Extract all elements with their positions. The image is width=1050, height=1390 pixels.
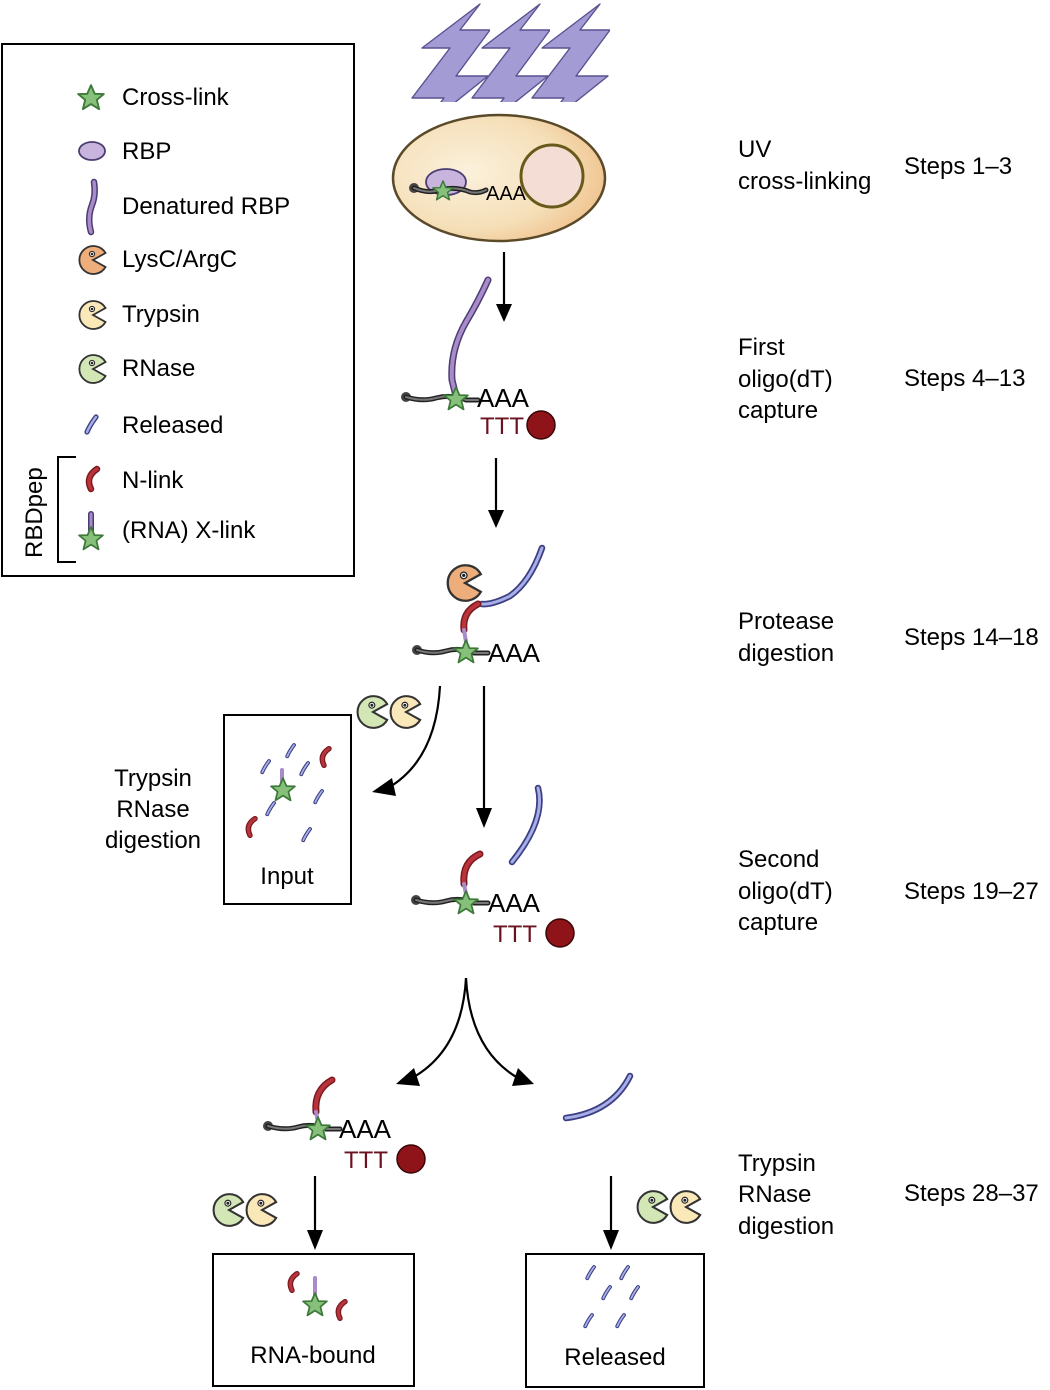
polya-label: AAA [339,1114,392,1144]
trypsin-icon [669,1190,702,1224]
trypsin-icon [389,695,422,729]
lightning-icon [531,3,610,102]
stage-protease-digestion: Protease digestion Steps 14–18 [738,608,1039,667]
arrow-to-input [372,685,442,796]
rbdpep-label: RBDpep [21,467,48,558]
svg-text:capture: capture [738,397,818,424]
legend-label-lysc-argc: LysC/ArgC [122,246,237,273]
svg-text:digestion: digestion [105,827,201,854]
bead [396,1144,426,1174]
rnase-icon [356,695,389,729]
uv-lightning [411,3,610,102]
stage-first-capture: First oligo(dT) capture Steps 4–13 [738,334,1025,424]
svg-text:Second: Second [738,846,819,873]
svg-text:Protease: Protease [738,608,834,635]
stage-second-capture: Second oligo(dT) capture Steps 19–27 [738,846,1039,936]
polya-label: AAA [486,183,527,205]
first-capture-complex: AAA TTT [401,276,556,440]
input-box-label: Input [260,863,314,890]
stage-final-digestion: Trypsin RNase digestion Steps 28–37 [738,1150,1039,1240]
nucleus [519,143,585,209]
steps-label: Steps 1–3 [904,153,1012,180]
svg-text:UV: UV [738,136,771,163]
arrow [476,686,492,828]
rnase-icon [636,1190,669,1224]
steps-label: Steps 4–13 [904,365,1025,392]
split-arrows [396,977,534,1086]
protease-complex: AAA [412,544,546,668]
released-box: Released [525,1253,705,1388]
legend-box [1,43,355,577]
lysc-argc-icon [446,564,482,602]
rbdpep-bracket [57,456,76,563]
arrow [496,252,512,322]
svg-text:RNase: RNase [738,1181,811,1208]
arrow [488,458,504,528]
cell: AAA [391,113,607,243]
oligo-dt-label: TTT [344,1147,388,1174]
rbp-oval-icon [78,141,106,161]
svg-text:digestion: digestion [738,1213,834,1240]
svg-text:oligo(dT): oligo(dT) [738,366,833,393]
svg-text:RNase: RNase [116,796,189,823]
released-strand [562,1072,634,1122]
polya-label: AAA [488,638,541,668]
lightning-icon [411,3,490,102]
svg-text:Trypsin: Trypsin [114,765,192,792]
side-digestion-label: Trypsin RNase digestion [105,765,201,854]
arrow [603,1176,619,1250]
rna-bound-label: RNA-bound [250,1342,375,1369]
legend-label-cross-link: Cross-link [122,84,230,111]
legend-label-x-link: (RNA) X-link [122,517,256,544]
legend-label-n-link: N-link [122,467,184,494]
bound-complex: AAA TTT [263,1076,426,1174]
legend: Cross-link RBP Denatured RBP LysC/ArgC T… [1,43,355,577]
rnase-icon [212,1193,245,1227]
svg-text:Trypsin: Trypsin [738,1150,816,1177]
steps-label: Steps 19–27 [904,878,1039,905]
bead [526,410,556,440]
lightning-icon [471,3,550,102]
legend-label-rnase: RNase [122,355,195,382]
arrow [307,1176,323,1250]
denatured-rbp-icon [86,178,98,236]
legend-label-released: Released [122,412,223,439]
polya-label: AAA [488,888,541,918]
polya-label: AAA [477,383,530,413]
rna-bound-box: RNA-bound [212,1253,415,1387]
legend-label-denatured-rbp: Denatured RBP [122,193,290,220]
bead [545,918,575,948]
svg-text:cross-linking: cross-linking [738,168,871,195]
svg-text:digestion: digestion [738,640,834,667]
oligo-dt-label: TTT [480,413,524,440]
svg-text:First: First [738,334,785,361]
released-box-label: Released [564,1344,665,1371]
svg-text:oligo(dT): oligo(dT) [738,878,833,905]
svg-text:capture: capture [738,909,818,936]
x-link-peptide-icon [78,511,104,551]
stage-labels: UV cross-linking Steps 1–3 First oligo(d… [738,136,1039,1240]
steps-label: Steps 14–18 [904,624,1039,651]
oligo-dt-label: TTT [493,921,537,948]
input-box: Input [223,714,352,905]
legend-label-rbp: RBP [122,138,171,165]
steps-label: Steps 28–37 [904,1180,1039,1207]
stage-uv-cross-linking: UV cross-linking Steps 1–3 [738,136,1012,195]
second-capture-complex: AAA TTT [411,784,575,948]
trypsin-icon [245,1193,278,1227]
legend-label-trypsin: Trypsin [122,301,200,328]
